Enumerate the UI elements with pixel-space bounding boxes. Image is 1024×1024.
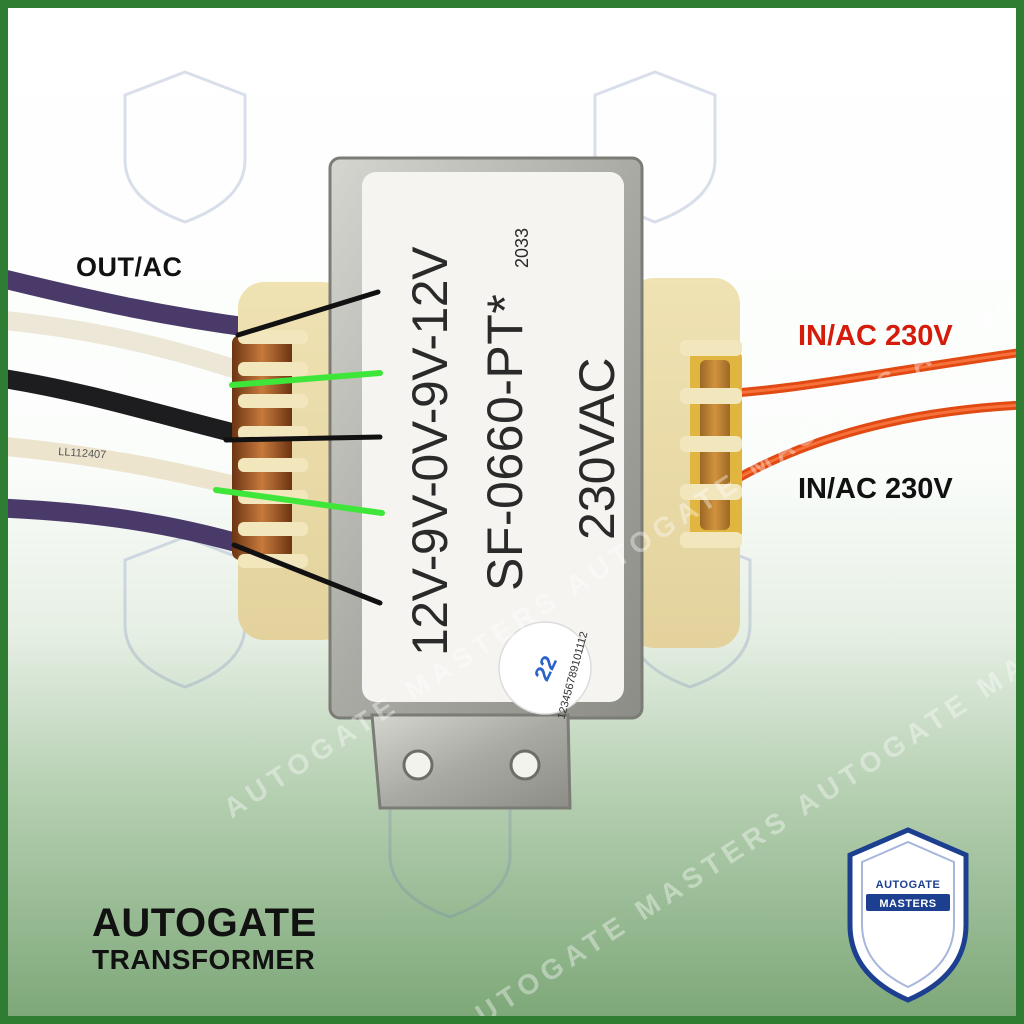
logo-line-2: MASTERS xyxy=(879,898,936,910)
model-number-label: SF-0660-PT* xyxy=(477,293,533,591)
pointer-lines xyxy=(213,289,385,606)
input-ac-label-bottom: IN/AC 230V xyxy=(798,473,953,505)
wire-print: LL112407 xyxy=(58,446,107,461)
brand-subtitle: TRANSFORMER xyxy=(92,944,316,975)
date-wheel-sticker: 22 123456789101112 xyxy=(498,621,592,721)
tap-voltages-label: 12V-9V-0V-9V-12V xyxy=(402,247,458,656)
bobbin-right xyxy=(628,278,742,648)
rated-input-label: 230VAC xyxy=(569,357,625,540)
logo-line-1: AUTOGATE xyxy=(876,879,941,891)
input-ac-label-top: IN/AC 230V xyxy=(798,320,953,352)
brand-title: AUTOGATE xyxy=(92,901,317,945)
transformer-core xyxy=(328,156,644,810)
output-ac-label: OUT/AC xyxy=(76,252,183,282)
autogate-masters-logo: AUTOGATE MASTERS xyxy=(847,827,969,1003)
output-wires xyxy=(8,270,280,560)
batch-code-label: 2033 xyxy=(512,227,532,268)
